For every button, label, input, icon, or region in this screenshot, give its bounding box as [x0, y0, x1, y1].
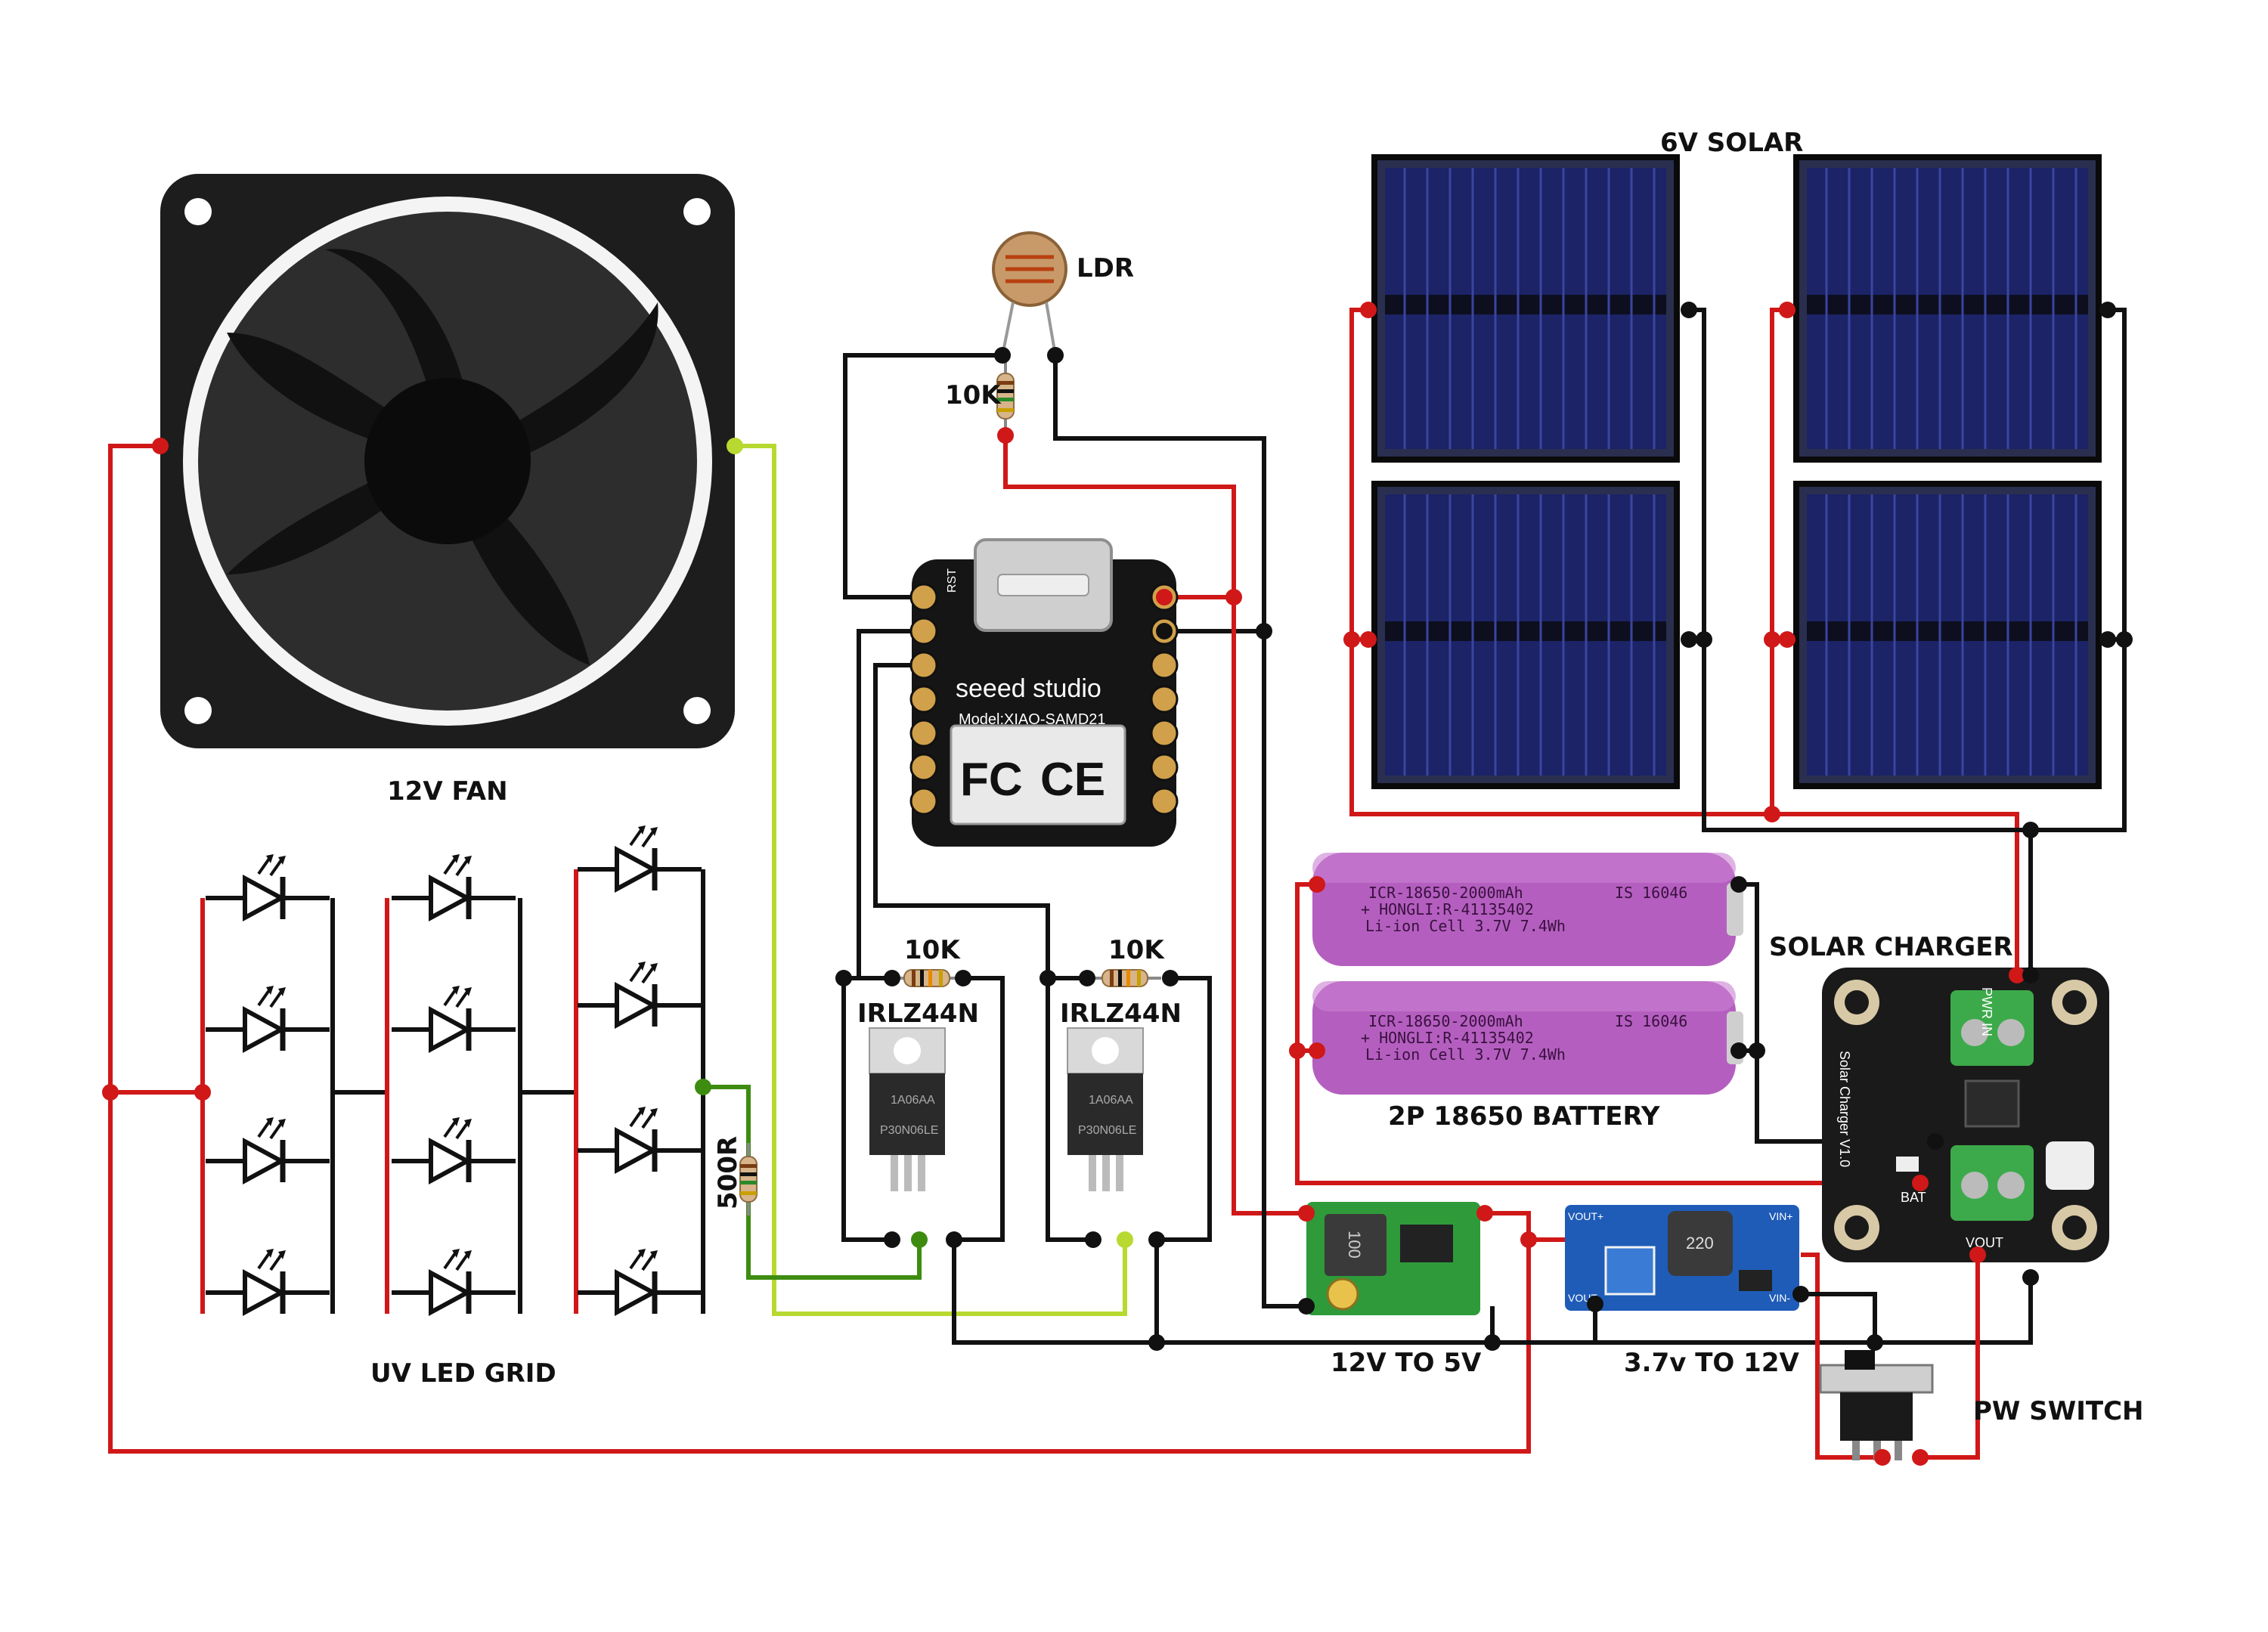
uv-grid-label: UV LED GRID [370, 1358, 556, 1389]
wire-battery-positive [1295, 882, 1920, 1185]
buck-marking: 100 [1345, 1231, 1364, 1259]
uv-led-icon [392, 1249, 516, 1314]
uv-led-icon [392, 986, 516, 1051]
wire-gnd-mcu [1262, 631, 1306, 1308]
xiao-board [909, 538, 1179, 847]
mosfet1-label: IRLZ44N [857, 999, 979, 1029]
uv-led-icon [578, 1107, 702, 1172]
fan-label: 12V FAN [387, 776, 508, 807]
mosfet1-code: 1A06AA [891, 1094, 935, 1107]
wire-solar-pos-3 [1770, 308, 1787, 814]
resistor-gate1-label: 10K [904, 935, 961, 965]
xiao-model: Model:XIAO-SAMD21 [959, 711, 1106, 728]
wire-ldr-left [843, 353, 1002, 599]
boost-label: 3.7v TO 12V [1624, 1348, 1799, 1378]
mosfet2-code: 1A06AA [1089, 1094, 1133, 1107]
battery2-line1b: IS 16046 [1615, 1012, 1687, 1030]
wire-m2-gate [1046, 978, 1093, 1242]
wire-buck-in [1485, 1211, 1531, 1240]
uv-led-icon [392, 1117, 516, 1182]
wire-boost-vin-plus [1801, 1253, 1882, 1460]
solar-charger-board [1822, 968, 2109, 1262]
wire-gate1 [857, 629, 924, 978]
battery-label: 2P 18650 BATTERY [1388, 1101, 1660, 1132]
resistor-500r-label: 500R [713, 1136, 743, 1209]
wire-m2-source [1157, 976, 1212, 1242]
boost-inductor: 220 [1686, 1234, 1714, 1253]
solar-panel-4 [1796, 484, 2099, 786]
battery2-line2: + HONGLI:R-41135402 [1361, 1029, 1534, 1047]
wire-boost-vin-minus [1801, 1292, 1877, 1342]
switch-label: PW SWITCH [1973, 1396, 2144, 1426]
uv-led-grid [200, 825, 705, 1314]
wire-gate2 [873, 663, 1050, 978]
xiao-rst-label: RST [946, 568, 959, 593]
charger-side-text: Solar Charger V1.0 [1837, 1051, 1852, 1167]
solar-label: 6V SOLAR [1660, 128, 1803, 158]
uv-led-icon [578, 1249, 702, 1314]
solar-panel-3 [1374, 484, 1677, 786]
wire-m1-source [954, 976, 1005, 1242]
wire-solar-positive [1349, 308, 2019, 975]
ldr [992, 231, 1067, 356]
resistor-ldr-label: 10K [945, 380, 1002, 410]
buck-converter [1306, 1202, 1480, 1315]
battery2-line3: Li-ion Cell 3.7V 7.4Wh [1365, 1045, 1566, 1064]
fan [160, 174, 735, 748]
mosfet2-label: IRLZ44N [1060, 999, 1182, 1029]
power-switch [1819, 1350, 1934, 1460]
battery1-line1b: IS 16046 [1615, 884, 1687, 902]
led-column-1 [200, 854, 335, 1314]
charger-vout: VOUT [1966, 1235, 2003, 1250]
led-column-3 [574, 825, 705, 1314]
resistor-gate2-label: 10K [1108, 935, 1165, 965]
wire-m1-gate [841, 978, 892, 1242]
wire-charger-vout [1920, 1255, 1980, 1460]
mosfet2-part: P30N06LE [1078, 1124, 1136, 1137]
resistor-gate2 [1087, 968, 1163, 988]
wire-fan-negative [735, 444, 1127, 1316]
junction-dots [102, 302, 2133, 1466]
wire-ldr-signal [1003, 435, 1236, 599]
wire-5v-supply [1232, 597, 1306, 1215]
uv-led-icon [206, 1249, 330, 1314]
charger-bat: BAT [1901, 1190, 1926, 1205]
xiao-brand: seeed studio [956, 674, 1101, 703]
solar-panel-2 [1796, 157, 2099, 460]
battery1-line3: Li-ion Cell 3.7V 7.4Wh [1365, 917, 1566, 935]
boost-vin-minus: VIN- [1769, 1292, 1790, 1304]
battery1-line2: + HONGLI:R-41135402 [1361, 900, 1534, 918]
charger-pwr-in: PWR IN [1979, 987, 1994, 1036]
uv-led-icon [578, 962, 702, 1027]
boost-vout-plus: VOUT+ [1568, 1210, 1603, 1222]
uv-led-icon [578, 825, 702, 890]
resistor-gate1 [889, 968, 965, 988]
battery1-line1: ICR-18650-2000mAh [1368, 884, 1523, 902]
mosfet-1 [869, 1027, 946, 1192]
solar-panel-1 [1374, 157, 1677, 460]
ldr-label: LDR [1077, 253, 1134, 283]
uv-led-icon [206, 1117, 330, 1182]
xiao-ce-mark: CE [1040, 754, 1105, 806]
uv-led-icon [206, 986, 330, 1051]
wire-ldr-right [1053, 355, 1266, 633]
uv-led-icon [392, 854, 516, 919]
mosfet-2 [1067, 1027, 1144, 1192]
wire-solar-negative [1689, 308, 2033, 975]
battery2-line1: ICR-18650-2000mAh [1368, 1012, 1523, 1030]
mosfet1-part: P30N06LE [880, 1124, 938, 1137]
boost-converter [1565, 1205, 1799, 1311]
uv-led-icon [206, 854, 330, 919]
buck-label: 12V TO 5V [1331, 1348, 1482, 1378]
boost-vin-plus: VIN+ [1769, 1210, 1793, 1222]
led-column-2 [385, 854, 522, 1314]
charger-label: SOLAR CHARGER [1769, 932, 2013, 962]
wire-led-negative [703, 1085, 922, 1280]
xiao-fc-mark: FC [960, 754, 1023, 806]
